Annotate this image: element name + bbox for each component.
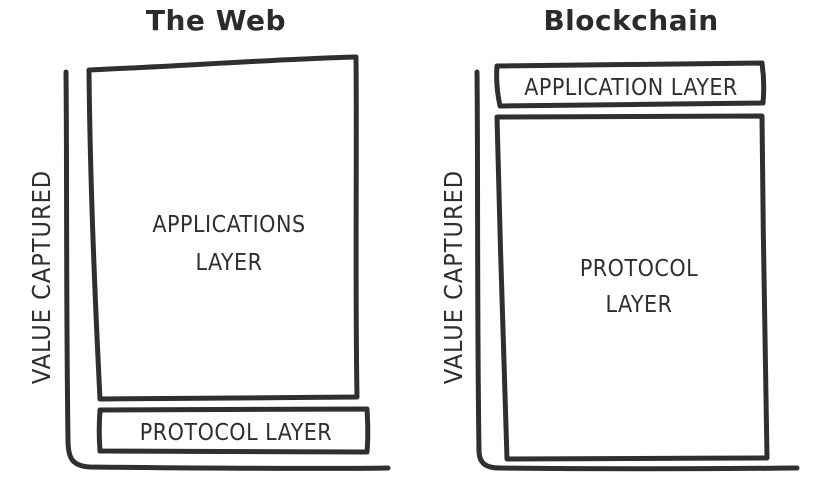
blockchain-title: Blockchain: [543, 4, 719, 37]
blockchain-protocol-layer-box: [494, 113, 770, 462]
blockchain-protocol-label-line1: PROTOCOL: [580, 256, 698, 282]
blockchain-value-axis: [474, 69, 800, 472]
web-panel: VALUE CAPTURED APPLICATIONS LAYER PROTOC…: [27, 54, 391, 471]
blockchain-axis-label: VALUE CAPTURED: [439, 170, 468, 384]
blockchain-protocol-label-line2: LAYER: [606, 292, 673, 318]
web-applications-label-line1: APPLICATIONS: [152, 212, 305, 238]
web-protocol-label: PROTOCOL LAYER: [140, 420, 332, 446]
web-title: The Web: [145, 4, 287, 37]
web-value-axis: [63, 69, 391, 471]
web-applications-label-line2: LAYER: [196, 250, 263, 276]
web-applications-layer-box: [86, 54, 360, 402]
web-axis-label: VALUE CAPTURED: [27, 170, 56, 384]
web-protocol-layer-box: [96, 406, 371, 455]
blockchain-panel: VALUE CAPTURED APPLICATION LAYER PROTOCO…: [439, 60, 800, 472]
blockchain-application-layer-box: [494, 60, 767, 109]
blockchain-application-label: APPLICATION LAYER: [524, 75, 738, 101]
